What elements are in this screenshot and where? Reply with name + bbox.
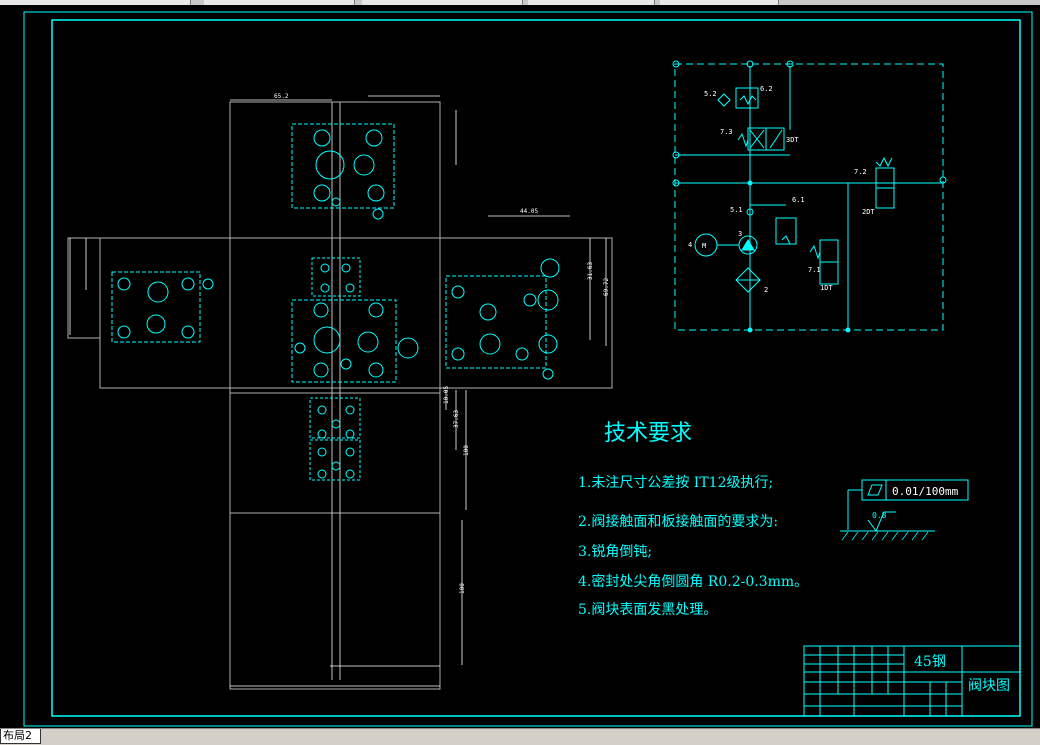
toolbar-field[interactable]: [528, 0, 655, 5]
coil-label: 1DT: [820, 284, 833, 292]
component-label: 6.1: [792, 196, 805, 204]
component-label: 3: [738, 230, 742, 238]
toolbar-field[interactable]: [0, 0, 191, 5]
component-label: 6.2: [760, 85, 773, 93]
valve-block-views: [67, 95, 613, 690]
component-label: 7.2: [854, 168, 867, 176]
tech-req-item: 3.锐角倒钝;: [578, 544, 652, 560]
toolbar-field[interactable]: [660, 0, 779, 5]
toolbar-field[interactable]: [362, 0, 523, 5]
layout-tab-bar: [0, 728, 1040, 745]
coil-label: 3DT: [786, 136, 799, 144]
component-label: 7.3: [720, 128, 733, 136]
window-top-strip: [0, 0, 1040, 5]
dimension-value: 37.63: [453, 410, 460, 428]
roughness-value: 0.8: [872, 511, 887, 520]
component-label: 5.1: [730, 206, 743, 214]
dimension-value: 69.72: [603, 278, 610, 296]
motor-label: M: [702, 242, 706, 250]
component-label: 4: [688, 241, 692, 249]
tech-req-item: 5.阀块表面发黑处理。: [578, 602, 717, 618]
tech-req-item: 4.密封处尖角倒圆角 R0.2-0.3mm。: [578, 573, 808, 590]
flatness-value: 0.01/100mm: [892, 485, 959, 498]
dimension-value: 65.2: [274, 93, 289, 100]
roughness-symbol-icon: [867, 511, 896, 533]
tech-req-item: 2.阀接触面和板接触面的要求为:: [578, 513, 778, 530]
dimension-value: 31.63: [587, 262, 594, 280]
material-label: 45钢: [914, 654, 946, 670]
tech-req-title: 技术要求: [604, 421, 692, 446]
component-label: 7.1: [808, 266, 821, 274]
cad-drawing: 技术要求 1.未注尺寸公差按 IT12级执行; 2.阀接触面和板接触面的要求为:…: [23, 11, 1033, 727]
dimension-value: 44.05: [520, 208, 538, 215]
dimension-value: 10.05: [443, 386, 450, 404]
title-block: [803, 645, 1021, 717]
sheet-border: [23, 11, 1033, 727]
coil-label: 2DT: [862, 208, 875, 216]
drawing-canvas[interactable]: 技术要求 1.未注尺寸公差按 IT12级执行; 2.阀接触面和板接触面的要求为:…: [0, 5, 1040, 728]
dimension-value: 100: [463, 445, 470, 456]
dimension-value: 100: [459, 583, 466, 594]
toolbar-field[interactable]: [204, 0, 355, 5]
drawing-frame: [51, 19, 1021, 717]
flatness-icon: [867, 484, 883, 496]
drawing-name: 阀块图: [968, 678, 1010, 694]
layout-tab[interactable]: 布局2: [0, 729, 41, 744]
component-label: 2: [764, 286, 768, 294]
hydraulic-schematic: [672, 60, 947, 333]
component-label: 5.2: [704, 90, 717, 98]
tech-req-item: 1.未注尺寸公差按 IT12级执行;: [578, 475, 773, 491]
flatness-tolerance-frame: [840, 479, 969, 533]
